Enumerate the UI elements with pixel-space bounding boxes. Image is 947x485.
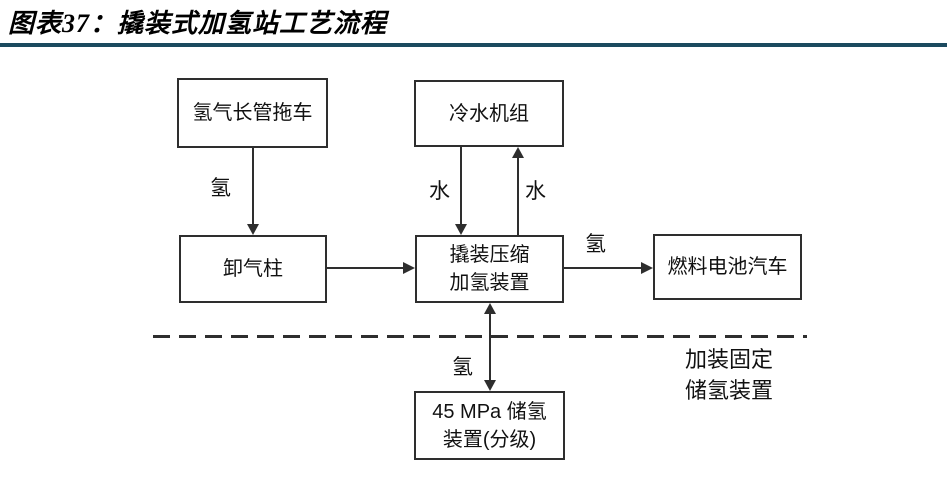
arrowhead-up-icon xyxy=(484,303,496,314)
annotation-line1: 加装固定 xyxy=(684,347,773,372)
edge-unloading-to-compressor-line xyxy=(327,267,405,269)
edge-label-hydrogen: 氢 xyxy=(452,356,473,379)
node-label-line1: 45 MPa 储氢 xyxy=(432,400,547,423)
arrowhead-right-icon xyxy=(641,262,653,274)
edge-compressor-to-chiller-line xyxy=(517,157,519,235)
header-rule xyxy=(0,43,947,47)
edge-label-water-return: 水 xyxy=(525,180,546,203)
edge-label-hydrogen: 氢 xyxy=(585,233,606,256)
node-label-line2: 加氢装置 xyxy=(449,272,530,294)
edge-label-hydrogen: 氢 xyxy=(210,177,231,200)
edge-label-water-supply: 水 xyxy=(429,180,450,203)
annotation-fixed-storage: 加装固定 储氢装置 xyxy=(662,344,796,406)
arrowhead-down-icon xyxy=(484,380,496,391)
node-gas-unloading-column: 卸气柱 xyxy=(179,235,327,303)
node-fuel-cell-vehicle: 燃料电池汽车 xyxy=(653,234,802,300)
annotation-line2: 储氢装置 xyxy=(684,378,773,403)
figure-title: 图表37：撬装式加氢站工艺流程 xyxy=(8,9,388,38)
arrowhead-up-icon xyxy=(512,147,524,158)
node-chilled-water-unit: 冷水机组 xyxy=(414,80,564,147)
node-label-line2: 装置(分级) xyxy=(442,428,537,451)
edge-compressor-to-vehicle-line xyxy=(564,267,642,269)
node-skid-compression-refueling-unit: 撬装压缩 加氢装置 xyxy=(415,235,564,303)
edge-trailer-to-unloading-line xyxy=(252,148,254,226)
node-label: 冷水机组 xyxy=(449,102,529,125)
edge-compressor-storage-line xyxy=(489,311,491,383)
arrowhead-down-icon xyxy=(455,224,467,235)
edge-chiller-to-compressor-line xyxy=(460,147,462,225)
node-45mpa-hydrogen-storage: 45 MPa 储氢 装置(分级) xyxy=(414,391,565,460)
node-label-line1: 撬装压缩 xyxy=(449,244,530,266)
node-label: 燃料电池汽车 xyxy=(667,256,788,278)
node-hydrogen-tube-trailer: 氢气长管拖车 xyxy=(177,78,328,148)
arrowhead-down-icon xyxy=(247,224,259,235)
arrowhead-right-icon xyxy=(403,262,415,274)
node-label: 卸气柱 xyxy=(223,258,283,280)
dashed-boundary-line xyxy=(153,335,807,338)
node-label: 氢气长管拖车 xyxy=(192,102,313,124)
